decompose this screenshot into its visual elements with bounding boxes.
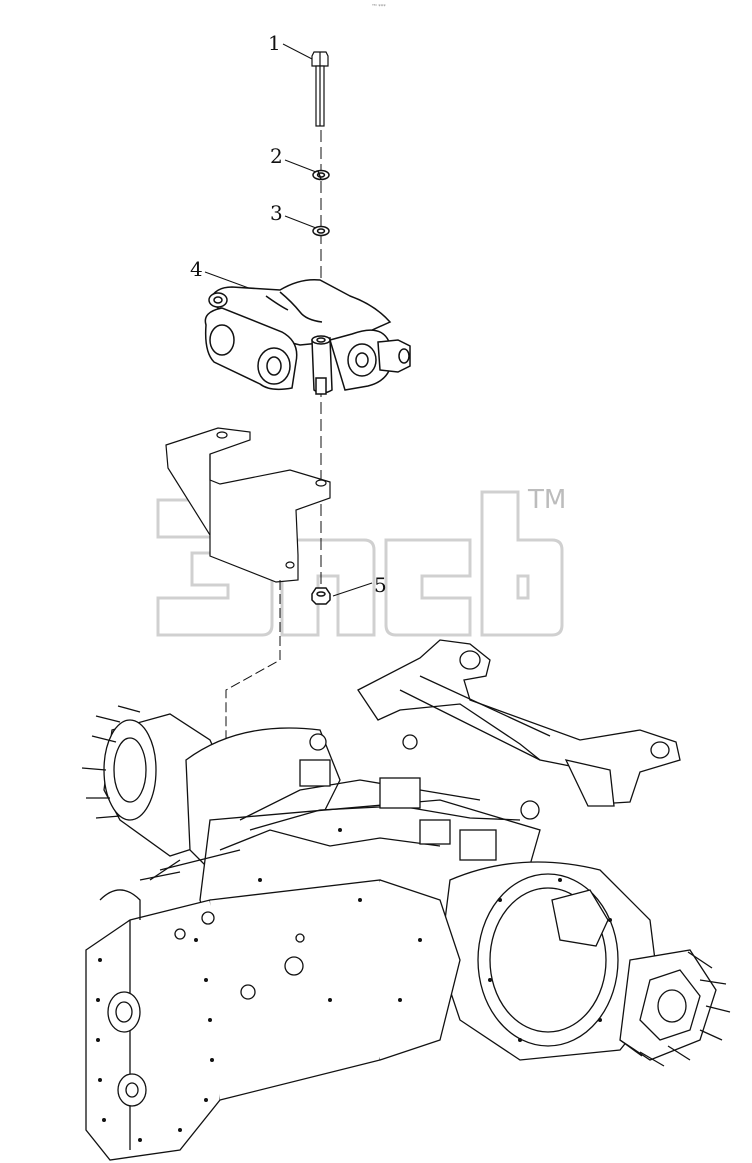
nut-part-5 [311, 587, 331, 605]
support-plate [165, 427, 331, 583]
watermark-trademark: TM [527, 485, 566, 515]
leader-line-5 [332, 582, 373, 597]
callout-label-5: 5 [374, 573, 387, 597]
callout-3: 3 [270, 201, 317, 229]
left-hub-studs [81, 705, 141, 819]
callout-1: 1 [268, 31, 315, 61]
bolt-part-1 [311, 51, 329, 127]
transmission-assembly [81, 639, 731, 1161]
callout-5: 5 [332, 573, 387, 597]
leader-line-1 [282, 43, 315, 61]
callout-2: 2 [270, 144, 317, 173]
leader-line-2 [284, 159, 317, 173]
leader-line-3 [284, 215, 317, 229]
spring-washer-part-2 [312, 169, 330, 181]
top-mark: ᵀᴹ *** [371, 4, 386, 10]
housing-detail-bolts [96, 828, 612, 1142]
right-hub-studs [619, 951, 731, 1067]
flat-washer-part-3 [312, 225, 330, 237]
mounting-block-part-4 [204, 278, 411, 395]
callout-label-3: 3 [270, 201, 283, 225]
callout-label-1: 1 [268, 31, 281, 55]
callout-label-2: 2 [270, 144, 283, 168]
callout-label-4: 4 [190, 257, 203, 281]
watermark-logo [156, 490, 564, 637]
